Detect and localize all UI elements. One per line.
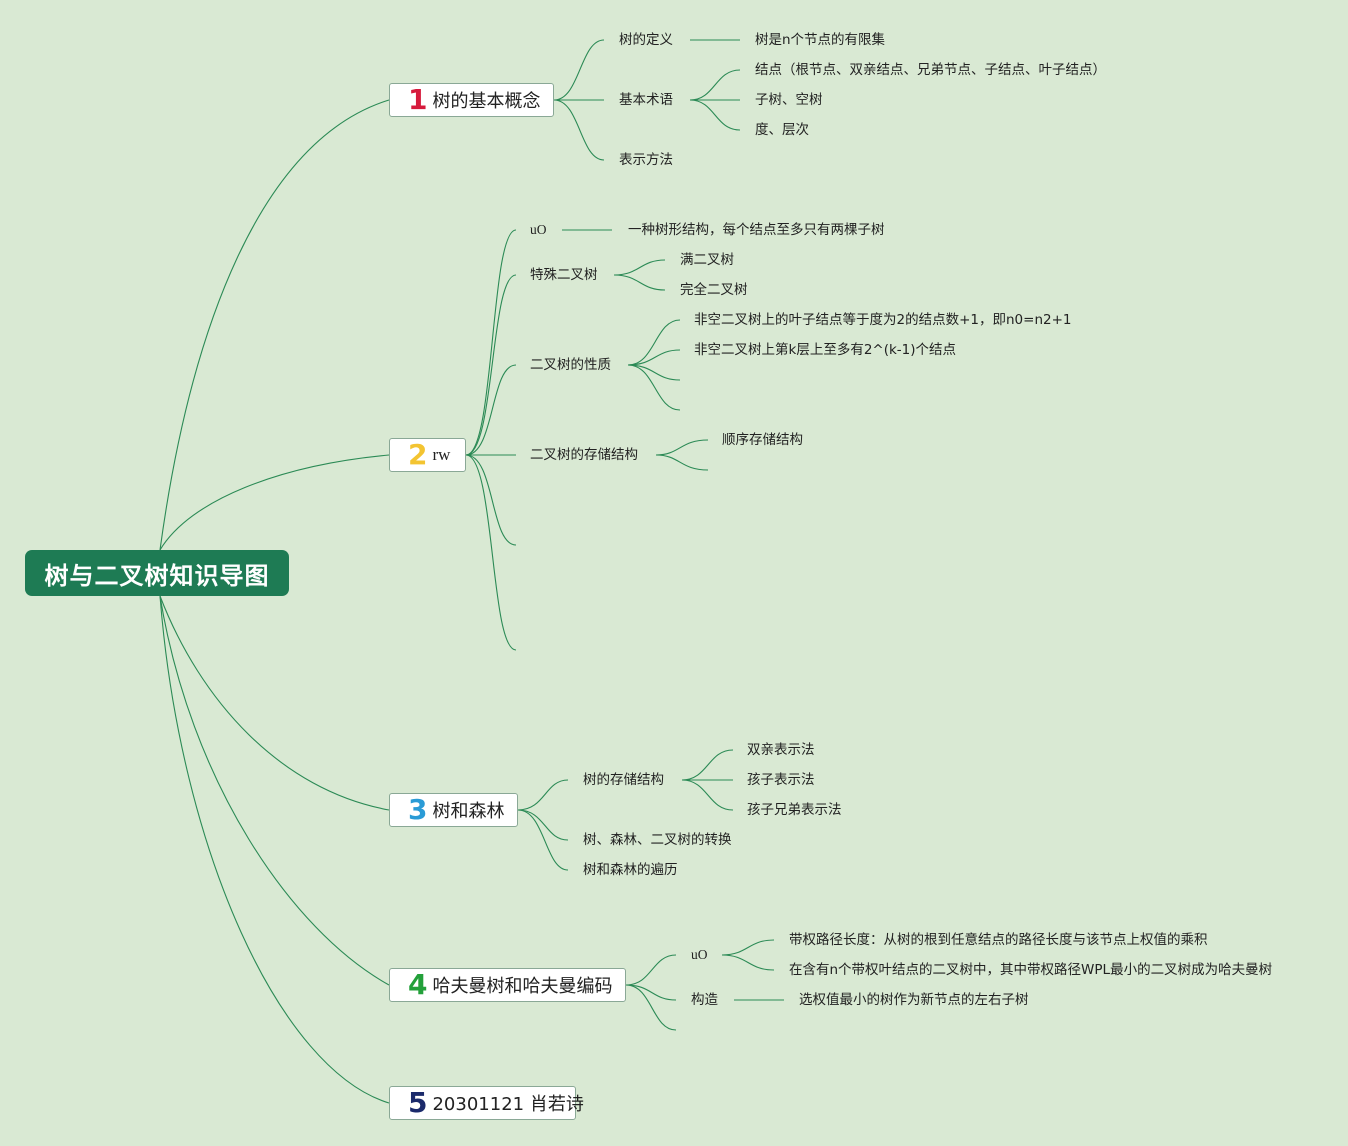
topic-basic-terms[interactable]: 基本术语 xyxy=(619,92,673,108)
branch-1[interactable]: 1 树的基本概念 xyxy=(389,83,554,117)
topic-uo-2[interactable]: uO xyxy=(691,947,708,962)
link-b2c2-g2 xyxy=(613,274,666,291)
link-root-b3 xyxy=(159,595,390,811)
link-b4-c2 xyxy=(625,984,677,1001)
link-b1-c3 xyxy=(553,99,605,161)
subtopic-subtree[interactable]: 子树、空树 xyxy=(755,92,823,108)
topic-tree-forest-conversion[interactable]: 树、森林、二叉树的转换 xyxy=(583,832,732,848)
topic-construction[interactable]: 构造 xyxy=(691,992,718,1008)
link-root-b1 xyxy=(159,99,390,551)
link-b4c1-g2 xyxy=(721,954,775,971)
topic-binary-tree-properties[interactable]: 二叉树的性质 xyxy=(530,357,611,373)
link-b2c3-g4 xyxy=(627,364,681,411)
link-b1c2-g3 xyxy=(689,99,741,131)
topic-tree-storage[interactable]: 树的存储结构 xyxy=(583,772,664,788)
subtopic-child-sibling-representation[interactable]: 孩子兄弟表示法 xyxy=(747,802,842,818)
branch-5[interactable]: 5 20301121 肖若诗 xyxy=(389,1086,584,1120)
number-5-icon: 5 xyxy=(408,1086,428,1119)
subtopic-node-types[interactable]: 结点（根节点、双亲结点、兄弟节点、子结点、叶子结点） xyxy=(755,62,1106,78)
link-root-b4 xyxy=(159,595,390,986)
branch-2-label: rw xyxy=(432,445,451,464)
subtopic-definition-text[interactable]: 树是n个节点的有限集 xyxy=(755,32,886,48)
subtopic-full-binary-tree[interactable]: 满二叉树 xyxy=(680,252,734,268)
root-topic[interactable]: 树与二叉树知识导图 xyxy=(25,550,289,596)
link-b2-c2 xyxy=(465,274,517,456)
number-1-icon: 1 xyxy=(408,83,428,116)
link-b3c1-g3 xyxy=(681,779,734,811)
subtopic-degree-level[interactable]: 度、层次 xyxy=(755,122,809,138)
link-b2c4-g2 xyxy=(655,454,709,471)
link-b4-c1 xyxy=(625,954,677,986)
link-b3c1-g1 xyxy=(681,749,734,781)
link-b3-c1 xyxy=(517,779,569,811)
subtopic-binary-tree-definition[interactable]: 一种树形结构，每个结点至多只有两棵子树 xyxy=(628,222,885,238)
number-2-icon: 2 xyxy=(408,438,428,471)
link-b2c3-g2 xyxy=(627,349,681,366)
link-b2c4-g1 xyxy=(655,439,709,456)
topic-tree-forest-traversal[interactable]: 树和森林的遍历 xyxy=(583,862,678,878)
branch-3-label: 树和森林 xyxy=(432,801,505,822)
subtopic-property-leaves[interactable]: 非空二叉树上的叶子结点等于度为2的结点数+1，即n0=n2+1 xyxy=(694,312,1072,328)
link-b3-c3 xyxy=(517,809,569,871)
link-b4-c3 xyxy=(625,984,677,1031)
link-b1-c1 xyxy=(553,39,605,101)
number-4-icon: 4 xyxy=(408,968,428,1001)
branch-3[interactable]: 3 树和森林 xyxy=(389,793,518,827)
link-b2c2-g1 xyxy=(613,259,666,276)
branch-1-label: 树的基本概念 xyxy=(432,91,541,112)
subtopic-weighted-path-length[interactable]: 带权路径长度：从树的根到任意结点的路径长度与该节点上权值的乘积 xyxy=(789,932,1208,948)
branch-5-label: 20301121 肖若诗 xyxy=(432,1094,584,1115)
branch-4[interactable]: 4 哈夫曼树和哈夫曼编码 xyxy=(389,968,626,1002)
link-root-b5 xyxy=(159,595,390,1104)
link-b2c3-g1 xyxy=(627,319,681,366)
link-root-b2 xyxy=(159,454,390,551)
link-b2-c5 xyxy=(465,454,517,546)
link-b1c2-g1 xyxy=(689,69,741,101)
subtopic-child-representation[interactable]: 孩子表示法 xyxy=(747,772,815,788)
branch-4-label: 哈夫曼树和哈夫曼编码 xyxy=(432,976,613,997)
link-b2c3-g3 xyxy=(627,364,681,381)
topic-uo-1[interactable]: uO xyxy=(530,222,547,237)
subtopic-parent-representation[interactable]: 双亲表示法 xyxy=(747,742,815,758)
link-b2-c1 xyxy=(465,229,517,456)
topic-binary-tree-storage[interactable]: 二叉树的存储结构 xyxy=(530,447,638,463)
number-3-icon: 3 xyxy=(408,793,428,826)
subtopic-construction-rule[interactable]: 选权值最小的树作为新节点的左右子树 xyxy=(799,992,1029,1008)
branch-2[interactable]: 2 rw xyxy=(389,438,466,472)
topic-special-binary-tree[interactable]: 特殊二叉树 xyxy=(530,267,598,283)
subtopic-complete-binary-tree[interactable]: 完全二叉树 xyxy=(680,282,748,298)
link-b4c1-g1 xyxy=(721,939,775,956)
subtopic-property-level-nodes[interactable]: 非空二叉树上第k层上至多有2^(k-1)个结点 xyxy=(694,342,957,358)
subtopic-sequential-storage[interactable]: 顺序存储结构 xyxy=(722,432,803,448)
topic-representation[interactable]: 表示方法 xyxy=(619,152,673,168)
link-b2-c3 xyxy=(465,364,517,456)
subtopic-huffman-tree-definition[interactable]: 在含有n个带权叶结点的二叉树中，其中带权路径WPL最小的二叉树成为哈夫曼树 xyxy=(789,962,1273,978)
link-b2-c6 xyxy=(465,454,517,651)
topic-tree-definition[interactable]: 树的定义 xyxy=(619,32,673,48)
